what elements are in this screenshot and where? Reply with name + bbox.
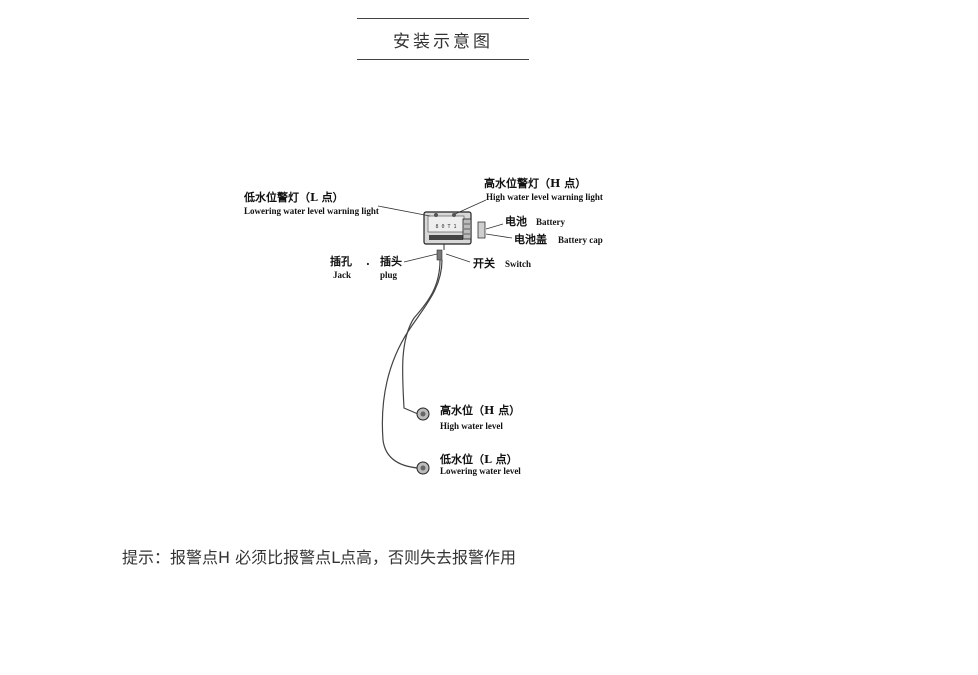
jack-label-en: Jack: [333, 270, 351, 280]
high-sensor-cable: [402, 259, 441, 415]
low-level-label-en: Lowering water level: [440, 466, 521, 476]
title-block: 安装示意图: [357, 18, 529, 60]
label-separator-dot: .: [366, 255, 370, 268]
plug-label-en: plug: [380, 270, 398, 280]
switch-label-cn: 开关: [473, 256, 495, 270]
alarm-device: 8 0 T 1: [423, 211, 486, 261]
low-light-label-cn: 低水位警灯（L 点）: [243, 190, 344, 204]
device-bottom-strip: [429, 235, 463, 240]
low-level-label-cn: 低水位（L 点）: [439, 452, 518, 466]
high-level-label-en: High water level: [440, 421, 503, 431]
sensor-cables: [381, 259, 443, 469]
high-light-label-cn: 高水位警灯（H 点）: [484, 176, 586, 190]
low-light-label-en: Lowering water level warning light: [244, 206, 379, 216]
tip-text: 提示：报警点H 必须比报警点L点高，否则失去报警作用: [122, 548, 517, 567]
high-level-sensor: [416, 407, 430, 421]
battery-label-cn: 电池: [505, 214, 527, 228]
low-warning-light: [434, 213, 438, 217]
switch-label-en: Switch: [505, 259, 531, 269]
pointer-lines: [377, 199, 513, 263]
battery-label-en: Battery: [536, 217, 565, 227]
page-title: 安装示意图: [393, 31, 493, 52]
low-sensor-cable: [381, 259, 443, 469]
plug-label-cn: 插头: [380, 254, 402, 268]
high-level-label-cn: 高水位（H 点）: [440, 403, 520, 417]
battery-cap-label-en: Battery cap: [558, 235, 603, 245]
device-display-text: 8 0 T 1: [435, 224, 456, 230]
battery-cap: [477, 221, 486, 239]
high-light-label-en: High water level warning light: [486, 192, 603, 202]
low-level-sensor: [416, 461, 430, 475]
battery-cap-label-cn: 电池盖: [514, 232, 547, 246]
plug: [436, 249, 443, 261]
jack-label-cn: 插孔: [330, 254, 352, 268]
